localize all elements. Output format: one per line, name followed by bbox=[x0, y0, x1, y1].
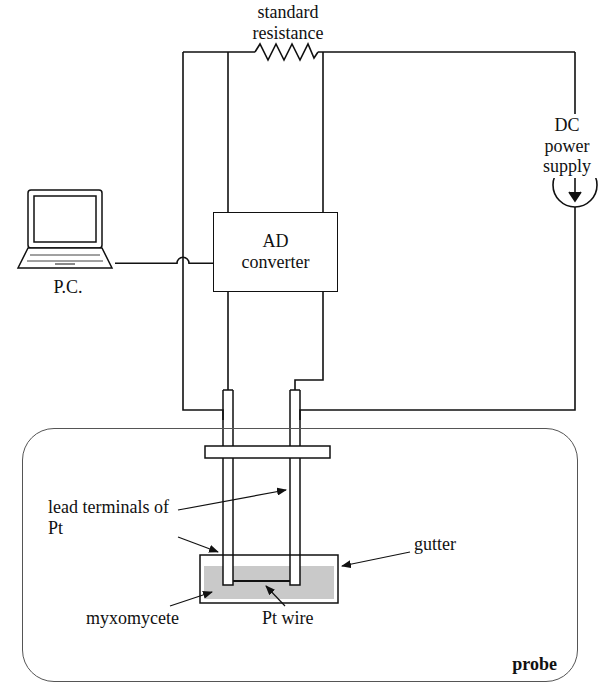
sense-wire-bottom-right bbox=[295, 292, 323, 390]
terminal-holder-plate bbox=[205, 446, 330, 458]
part-label: gutter bbox=[414, 534, 484, 555]
part-label: myxomycete bbox=[86, 608, 196, 629]
leader-line bbox=[170, 592, 212, 606]
leader-line bbox=[178, 490, 286, 510]
laptop-icon bbox=[18, 190, 112, 268]
node-label: AD converter bbox=[234, 231, 318, 272]
part-label: DC power supply bbox=[534, 114, 600, 178]
top-wire bbox=[183, 51, 575, 53]
sense-wire-top-left bbox=[227, 52, 229, 212]
part-label: lead terminals of Pt bbox=[48, 497, 178, 538]
leader-line bbox=[342, 552, 410, 566]
source-arrow-head bbox=[569, 192, 581, 201]
part-label: standard resistance bbox=[238, 2, 338, 43]
sense-wire-bottom-left bbox=[227, 292, 229, 390]
probe-region: probe bbox=[22, 428, 578, 682]
leader-line bbox=[266, 586, 285, 606]
resistor-symbol bbox=[255, 44, 318, 60]
node-label: P.C. bbox=[47, 277, 82, 298]
terminal-ends bbox=[223, 566, 300, 585]
sense-wire-top-right bbox=[322, 52, 324, 212]
converter-box: AD converter bbox=[213, 212, 338, 292]
current-wire-right bbox=[300, 52, 575, 420]
gutter-outline bbox=[200, 555, 338, 603]
region-label: probe bbox=[512, 654, 557, 675]
part-label: Pt wire bbox=[262, 608, 342, 629]
signal-cable bbox=[115, 257, 213, 263]
computer-node: P.C. bbox=[15, 186, 115, 298]
myxomycete-layer bbox=[204, 566, 334, 599]
pt-wire bbox=[233, 580, 290, 582]
leader-line bbox=[178, 537, 218, 552]
